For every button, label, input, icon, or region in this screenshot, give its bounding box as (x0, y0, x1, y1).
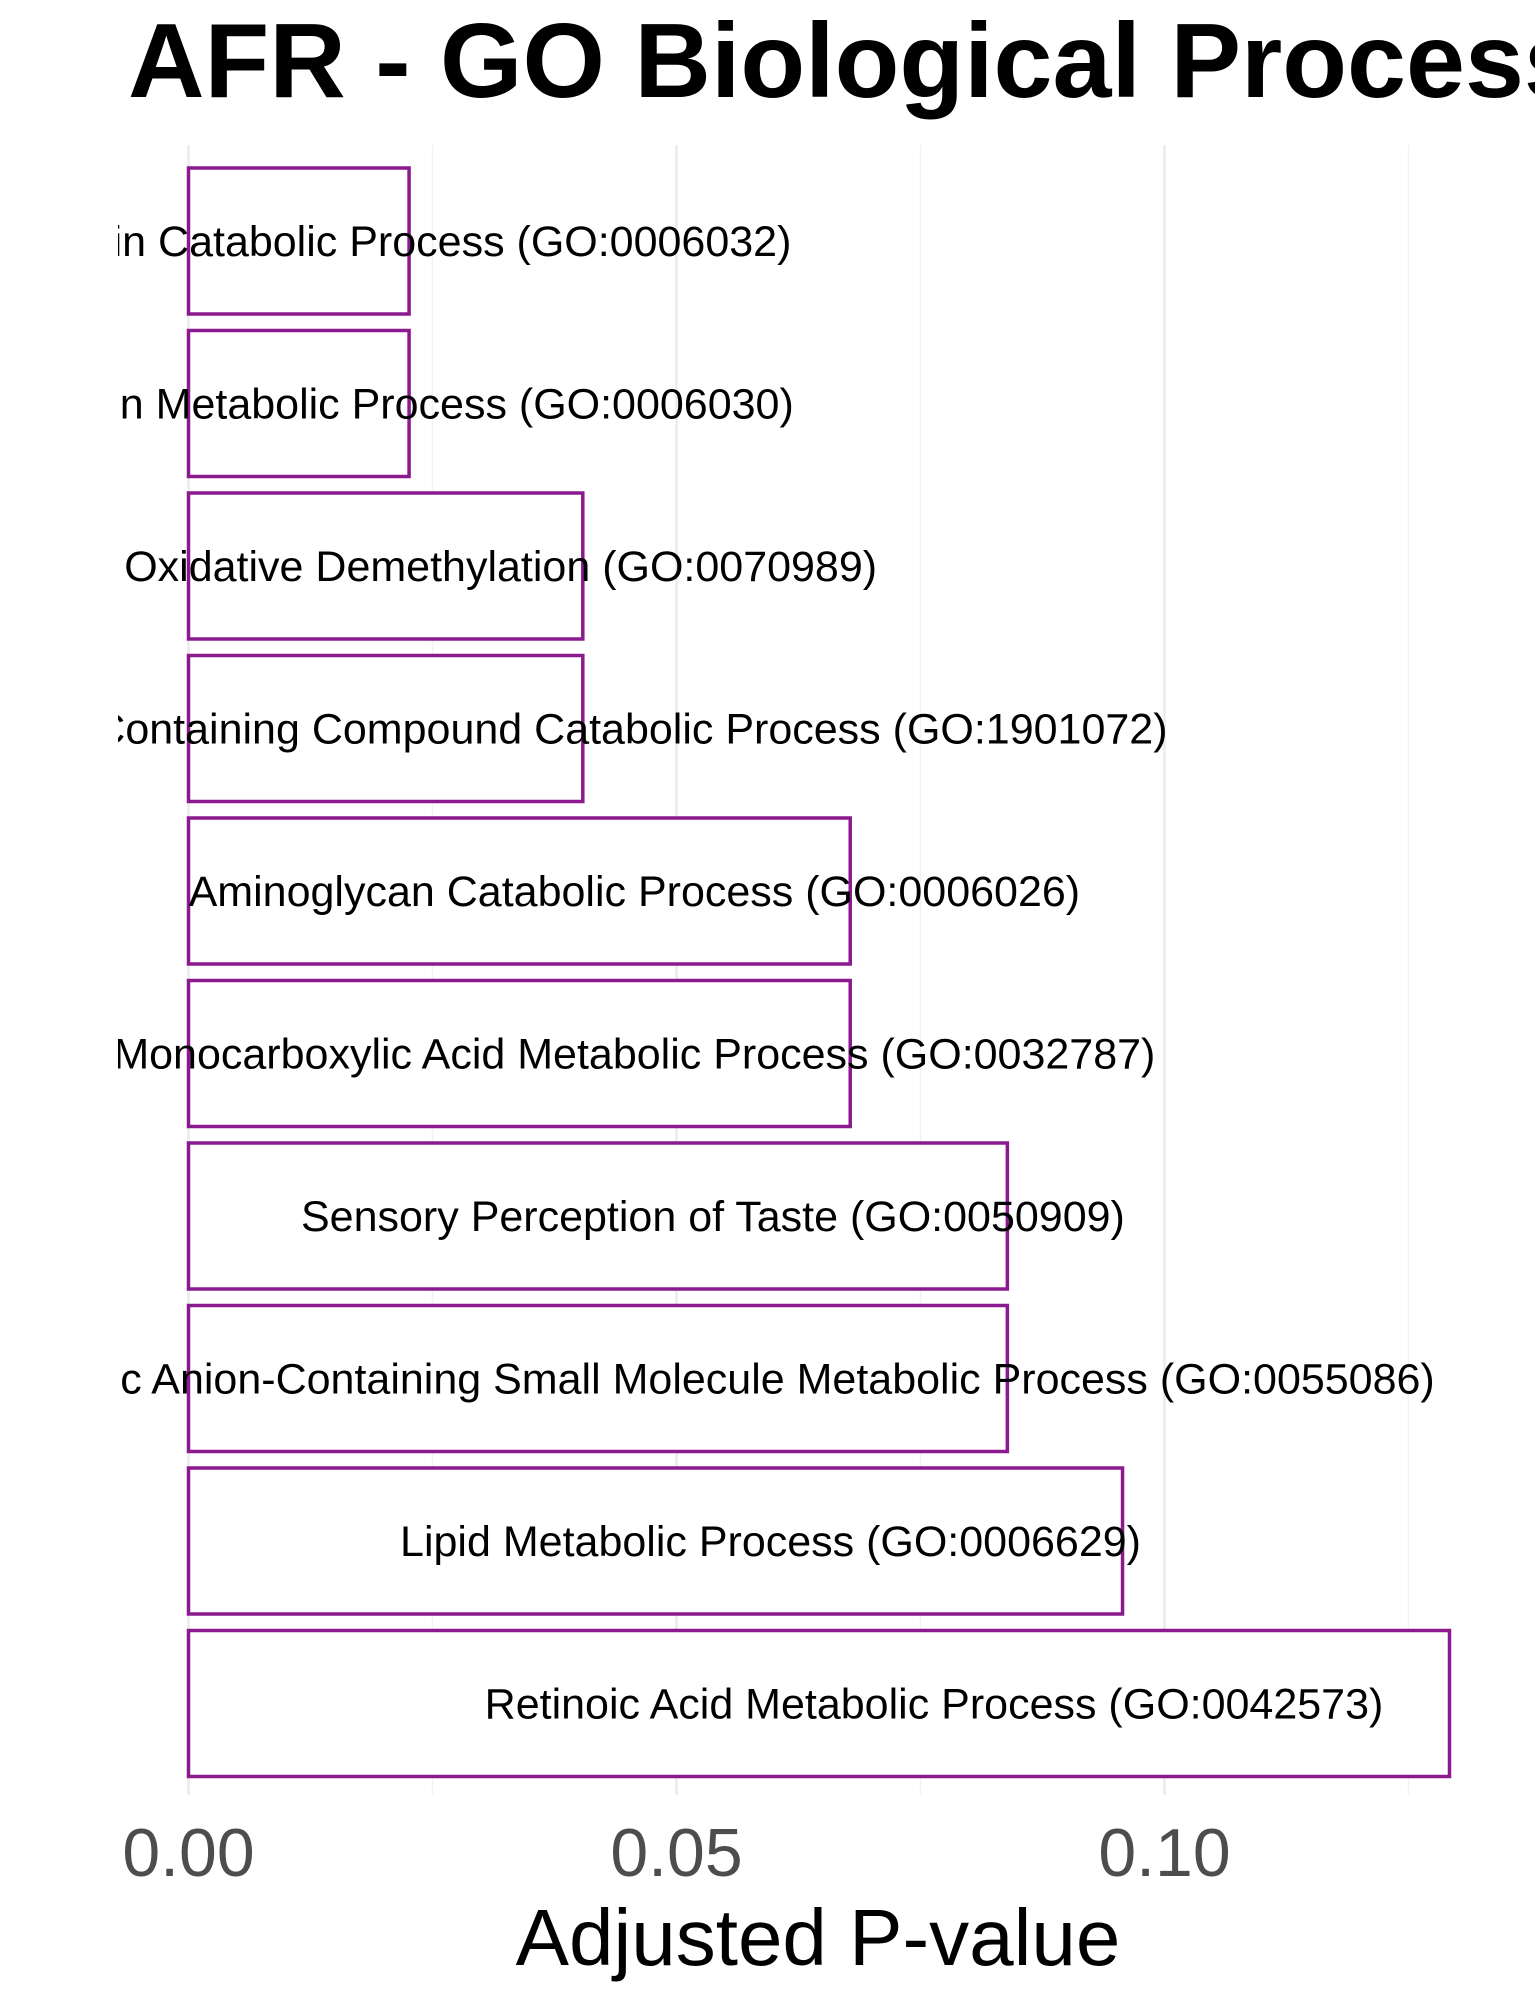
bar (186, 491, 585, 641)
bar-label: Oxidative Demethylation (GO:0070989) (124, 543, 877, 591)
bar-label: Organic Anion-Containing Small Molecule … (0, 1356, 1435, 1404)
x-axis-title: Adjusted P-value (516, 1893, 1121, 1982)
bars (186, 166, 1452, 1779)
bar-label: Sensory Perception of Taste (GO:0050909) (301, 1193, 1125, 1241)
bar (186, 1303, 1010, 1454)
bar (186, 653, 585, 804)
x-axis-ticks: 0.00 0.05 0.10 (122, 1815, 1230, 1891)
bar (186, 1466, 1125, 1616)
bar-label: Aminoglycan-Containing Compound Cataboli… (0, 706, 1168, 754)
chart-title: AFR - GO Biological Process (128, 2, 1535, 120)
x-tick-label: 0.05 (610, 1815, 742, 1891)
x-tick-label: 0.00 (122, 1815, 254, 1891)
bar (186, 978, 852, 1129)
bar-label: Monocarboxylic Acid Metabolic Process (G… (113, 1031, 1155, 1079)
bar (186, 816, 852, 966)
bar-label: Lipid Metabolic Process (GO:0006629) (400, 1518, 1141, 1566)
bar-label: Retinoic Acid Metabolic Process (GO:0042… (485, 1681, 1384, 1729)
bar (186, 1141, 1010, 1291)
bar-labels: Chitin Catabolic Process (GO:0006032) Chi… (0, 218, 1435, 1729)
bar-label: Chitin Catabolic Process (GO:0006032) (36, 218, 791, 266)
bar (186, 1628, 1452, 1779)
bar-label: Chitin Metabolic Process (GO:0006030) (34, 381, 794, 429)
bar (186, 328, 411, 479)
x-tick-label: 0.10 (1098, 1815, 1230, 1891)
bar (186, 166, 411, 316)
bar-label: Aminoglycan Catabolic Process (GO:000602… (189, 868, 1081, 916)
